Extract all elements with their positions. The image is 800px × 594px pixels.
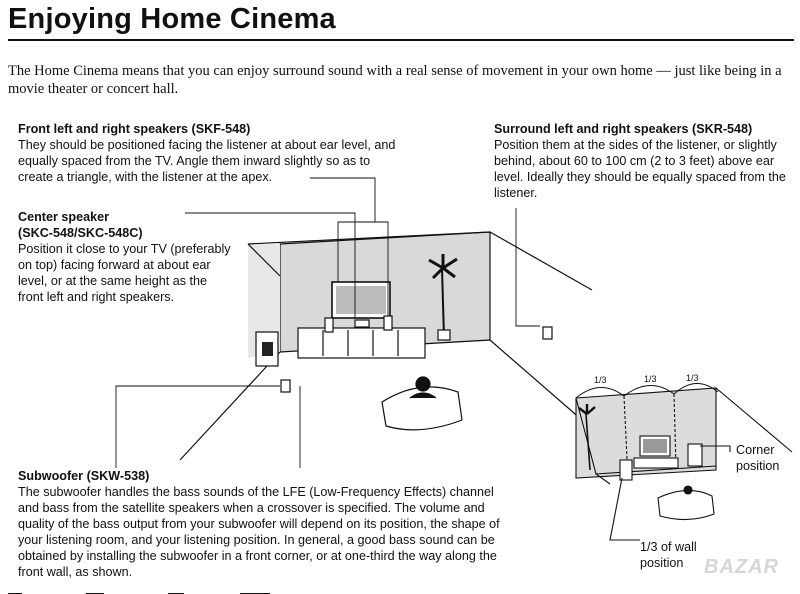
sofa <box>381 386 463 431</box>
front-left-speaker <box>324 317 334 333</box>
listener-head <box>415 376 431 392</box>
center-speaker <box>354 319 370 328</box>
front-speakers-heading: Front left and right speakers (SKF-548) <box>18 122 251 136</box>
left-wall <box>248 244 280 358</box>
cut-off-next-heading <box>8 586 478 594</box>
center-speaker-model: (SKC-548/SKC-548C) <box>18 226 143 240</box>
inset-third-subwoofer <box>619 459 633 481</box>
page-title: Enjoying Home Cinema <box>8 3 336 35</box>
corner-position-label: Corner position <box>736 442 779 474</box>
inset-room-illustration <box>575 383 793 541</box>
room-outline-floor-right <box>489 339 583 421</box>
palm-leaves <box>428 254 458 280</box>
palm-trunk <box>441 267 445 339</box>
corner-label-line-2: position <box>736 459 780 473</box>
center-speaker-text: Position it close to your TV (preferably… <box>18 242 231 304</box>
surround-right-speaker <box>542 326 553 340</box>
main-room-illustration <box>179 231 593 461</box>
subwoofer-block: Subwoofer (SKW-538) The subwoofer handle… <box>18 468 508 580</box>
tv-stand <box>297 327 426 359</box>
subwoofer-heading: Subwoofer (SKW-538) <box>18 469 150 483</box>
watermark-logo: BAZAR <box>704 556 779 578</box>
surround-speakers-heading: Surround left and right speakers (SKR-54… <box>494 122 753 136</box>
room-outline-left <box>247 243 281 277</box>
inset-tv-stand <box>633 457 679 469</box>
inset-sofa <box>657 489 715 521</box>
fraction-mark-3: 1/3 <box>686 373 699 383</box>
front-right-speaker <box>383 315 393 331</box>
surround-speakers-block: Surround left and right speakers (SKR-54… <box>494 121 790 201</box>
third-wall-position-label: 1/3 of wall position <box>640 539 697 571</box>
fraction-mark-1: 1/3 <box>594 375 607 385</box>
corner-label-line-1: Corner <box>736 443 775 457</box>
inset-corner-subwoofer <box>687 443 703 467</box>
third-label-line-2: position <box>640 556 684 570</box>
room-outline-top <box>247 231 593 291</box>
surround-left-speaker <box>280 379 291 393</box>
title-rule <box>8 39 794 41</box>
center-speaker-block: Center speaker (SKC-548/SKC-548C) Positi… <box>18 209 233 305</box>
subwoofer-text: The subwoofer handles the bass sounds of… <box>18 485 500 579</box>
center-speaker-heading: Center speaker <box>18 210 110 224</box>
intro-paragraph: The Home Cinema means that you can enjoy… <box>8 63 782 97</box>
front-speakers-text: They should be positioned facing the lis… <box>18 138 396 184</box>
leader-lines <box>115 177 540 468</box>
third-label-line-1: 1/3 of wall <box>640 540 697 554</box>
room-outline-floor-left <box>179 351 281 461</box>
fraction-mark-2: 1/3 <box>644 374 657 384</box>
front-speakers-block: Front left and right speakers (SKF-548) … <box>18 121 398 185</box>
surround-speakers-text: Position them at the sides of the listen… <box>494 138 786 200</box>
